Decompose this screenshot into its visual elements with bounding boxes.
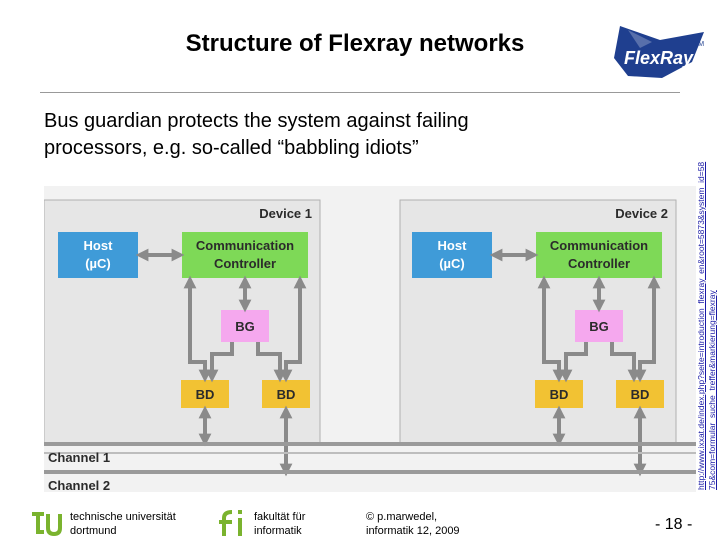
tu-line-1: technische universität <box>70 511 176 523</box>
device-2-host-box <box>412 232 492 278</box>
device-2-bg-bd-a-arrow <box>559 342 588 383</box>
device-2-bd-b-label: BD <box>631 387 650 402</box>
flexray-logo: FlexRay TM <box>614 26 704 78</box>
device-1-cc-line-2: Controller <box>214 256 276 271</box>
device-1-host-line-1: Host <box>84 238 114 253</box>
source-link-line-1[interactable]: http://www.ixxat.de/index.php?seite=intr… <box>696 161 706 490</box>
bullet-line-2: processors, e.g. so-called “babbling idi… <box>44 137 419 159</box>
faculty-name: fakultät für informatik <box>254 510 305 538</box>
title-rule <box>40 92 680 93</box>
device-2: Device 2 Host (µC) Communication Control… <box>399 199 677 477</box>
device-2-cc-line-2: Controller <box>568 256 630 271</box>
tu-line-2: dortmund <box>70 525 117 537</box>
copyright-line-2: informatik 12, 2009 <box>366 525 460 537</box>
faculty-line-1: fakultät für <box>254 511 306 523</box>
device-1-cc-bd-b-line <box>279 275 307 383</box>
device-2-label: Device 2 <box>615 206 668 221</box>
device-1-bg-bd-a-arrow <box>205 342 234 383</box>
page-number: - 18 - <box>655 516 693 533</box>
bullet-text: Bus guardian protects the system against… <box>44 108 604 162</box>
device-2-bd-b-box <box>616 380 664 408</box>
slide-title: Structure of Flexray networks <box>185 30 525 57</box>
faculty-line-2: informatik <box>254 525 302 537</box>
device-2-host-line-2: (µC) <box>439 256 465 271</box>
device-2-cc-line-1: Communication <box>550 238 648 253</box>
channel-2-label: Channel 2 <box>48 478 110 492</box>
device-1-label: Device 1 <box>259 206 312 221</box>
device-2-cc-bd-b-line <box>633 275 661 383</box>
device-2-host-line-1: Host <box>438 238 468 253</box>
device-1-bd-a-box <box>181 380 229 408</box>
bullet-line-1: Bus guardian protects the system against… <box>44 110 469 132</box>
device-2-bd-a-label: BD <box>550 387 569 402</box>
channel-1-label: Channel 1 <box>48 450 110 465</box>
device-1-bd-b-label: BD <box>277 387 296 402</box>
tu-logo <box>32 512 62 537</box>
copyright-line-1: © p.marwedel, <box>366 511 438 523</box>
device-2-cc-bd-a-line <box>537 275 566 383</box>
flexray-logo-text: FlexRay <box>624 48 694 68</box>
channel-2-line <box>44 470 696 474</box>
device-1-bd-a-label: BD <box>196 387 215 402</box>
device-1: Device 1 Host (µC) Communication Control… <box>44 199 321 477</box>
device-1-bg-label: BG <box>235 319 255 334</box>
device-1-host-line-2: (µC) <box>85 256 111 271</box>
device-1-cc-bd-a-line <box>183 275 212 383</box>
device-1-cc-box <box>182 232 308 278</box>
copyright: © p.marwedel, informatik 12, 2009 <box>366 510 460 538</box>
slide-footer: technische universität dortmund fakultät… <box>0 504 720 540</box>
flexray-logo-tm: TM <box>694 41 704 48</box>
source-link[interactable]: http://www.ixxat.de/index.php?seite=intr… <box>696 90 718 490</box>
device-2-bg-box <box>575 310 623 342</box>
tu-name: technische universität dortmund <box>70 510 176 538</box>
device-1-cc-line-1: Communication <box>196 238 294 253</box>
device-1-bg-box <box>221 310 269 342</box>
device-1-bd-b-box <box>262 380 310 408</box>
device-2-bg-bd-b-arrow <box>610 342 641 383</box>
channel-1-line-bottom <box>44 452 696 454</box>
device-2-bg-label: BG <box>589 319 609 334</box>
device-2-bd-a-box <box>535 380 583 408</box>
channel-1-line-top <box>44 442 696 446</box>
device-1-bg-bd-b-arrow <box>256 342 287 383</box>
flexray-network-diagram: Device 1 Host (µC) Communication Control… <box>44 186 696 492</box>
device-2-cc-box <box>536 232 662 278</box>
device-1-host-box <box>58 232 138 278</box>
fi-logo <box>219 510 242 536</box>
source-link-line-2[interactable]: 75&com=formular_suche_treffer&markierung… <box>707 290 717 490</box>
